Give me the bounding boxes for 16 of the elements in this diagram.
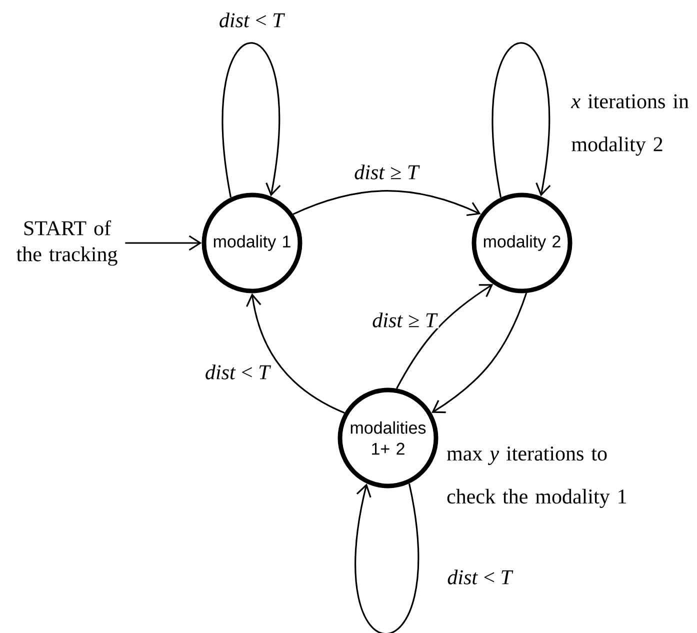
edge-label: dist < T — [446, 568, 514, 586]
arrow — [492, 42, 551, 198]
arrow — [396, 284, 494, 389]
edge-label: dist ≥ T — [371, 312, 439, 328]
arrow — [432, 292, 528, 414]
state-note: max y iterations to check the modality 1 — [446, 446, 626, 508]
arrow — [354, 483, 419, 633]
edge-label: dist < T — [204, 364, 272, 380]
edge-label: x iterations in modality 2 — [570, 93, 697, 157]
edge-label: dist ≥ T — [353, 164, 421, 180]
edge-label: dist < T — [218, 12, 286, 28]
arrow — [222, 42, 281, 198]
arrow — [246, 293, 345, 414]
arrow — [125, 235, 202, 251]
start-label: START of the tracking — [16, 220, 118, 266]
arrow — [292, 190, 481, 216]
